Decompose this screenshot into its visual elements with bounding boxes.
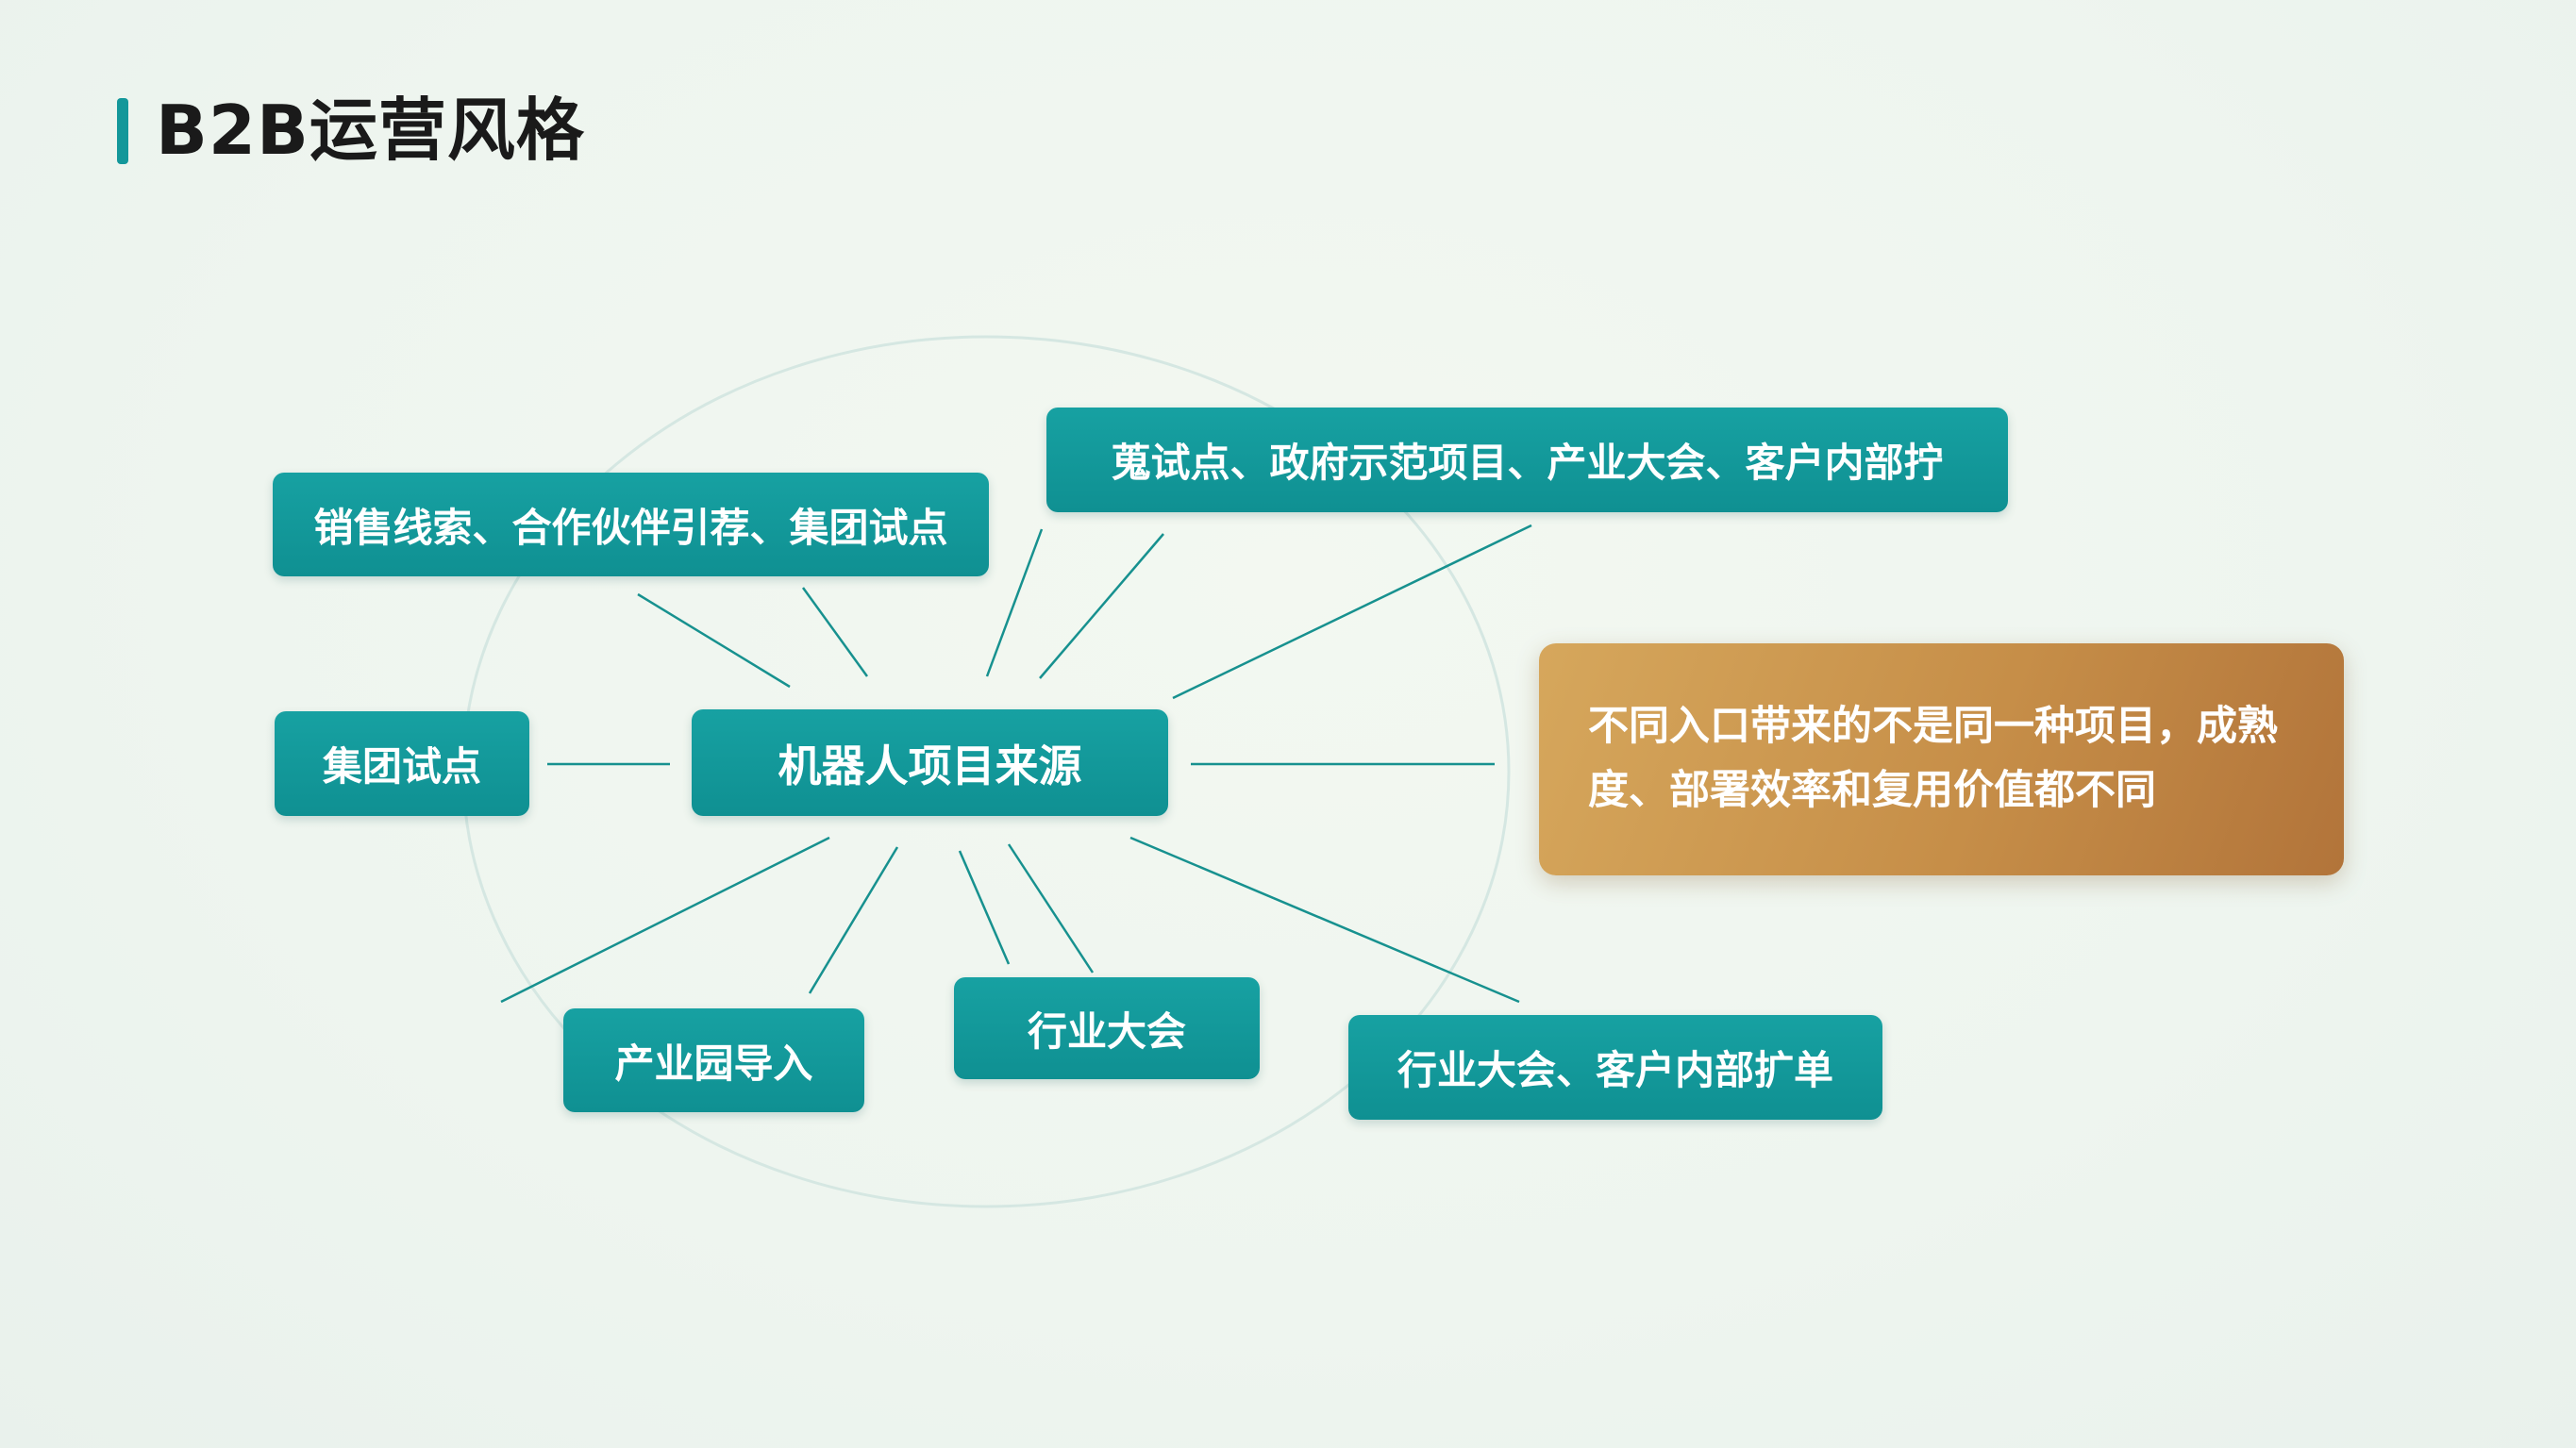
- page-title: B2B运营风格: [156, 91, 585, 170]
- center-node: 机器人项目来源: [692, 709, 1168, 816]
- connector-line: [808, 846, 899, 994]
- connector-line: [1007, 843, 1095, 974]
- node-industry-expo: 行业大会: [954, 977, 1260, 1079]
- node-government-projects: 蒐试点、政府示范项目、产业大会、客户内部拧: [1046, 408, 2008, 512]
- title-accent-bar: [117, 98, 128, 164]
- connector-line: [958, 850, 1011, 965]
- node-sales-leads: 销售线索、合作伙伴引荐、集团试点: [273, 473, 989, 576]
- connector-line: [1039, 533, 1164, 679]
- connector-line: [985, 528, 1044, 677]
- node-group-pilot: 集团试点: [275, 711, 529, 816]
- node-industrial-park: 产业园导入: [563, 1008, 864, 1112]
- connector-line: [637, 592, 791, 689]
- connector-line: [801, 587, 869, 677]
- connector-line: [500, 836, 830, 1004]
- node-internal-expansion: 行业大会、客户内部扩单: [1348, 1015, 1882, 1120]
- connector-line: [1129, 836, 1520, 1004]
- connector-line: [1172, 524, 1532, 700]
- insight-callout: 不同入口带来的不是同一种项目，成熟度、部署效率和复用价值都不同: [1539, 643, 2344, 875]
